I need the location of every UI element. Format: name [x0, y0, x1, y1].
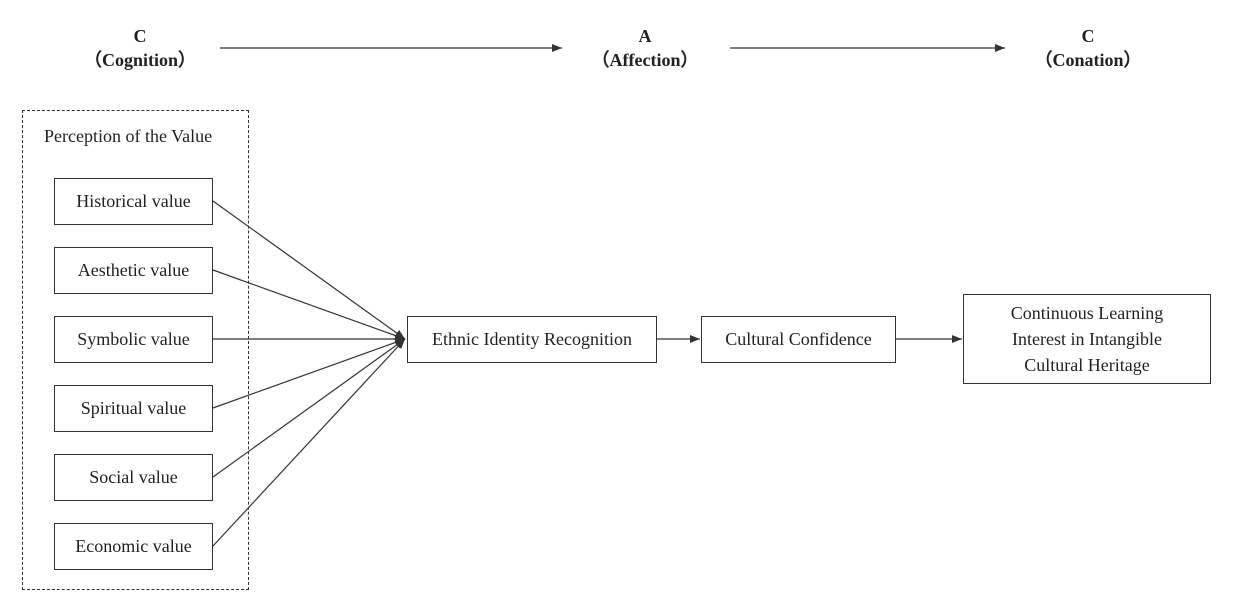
node-learning-interest: Continuous Learning Interest in Intangib…	[963, 294, 1211, 384]
stage-conation-letter: C	[1081, 26, 1095, 46]
value-spiritual: Spiritual value	[54, 385, 213, 432]
edge-economic-to-ethnic	[212, 338, 406, 547]
value-symbolic: Symbolic value	[54, 316, 213, 363]
stage-cognition-letter: C	[133, 26, 147, 46]
perception-group-title: Perception of the Value	[44, 126, 213, 146]
node-ethnic-identity: Ethnic Identity Recognition	[407, 316, 657, 363]
stage-affection-name: （Affection）	[591, 50, 699, 70]
edge-spiritual-to-ethnic	[212, 338, 406, 409]
node-learning-interest-line-1: Continuous Learning	[1010, 303, 1164, 323]
value-social: Social value	[54, 454, 213, 501]
edge-social-to-ethnic	[212, 338, 406, 478]
stage-affection-letter: A	[638, 26, 652, 46]
stage-affection: A （Affection）	[565, 24, 725, 72]
edge-historical-to-ethnic	[212, 200, 406, 340]
node-learning-interest-line-2: Interest in Intangible	[1012, 329, 1162, 349]
stage-conation: C （Conation）	[1008, 24, 1168, 72]
stage-conation-name: （Conation）	[1034, 50, 1142, 70]
node-learning-interest-line-3: Cultural Heritage	[1024, 355, 1150, 375]
value-aesthetic: Aesthetic value	[54, 247, 213, 294]
node-cultural-confidence: Cultural Confidence	[701, 316, 896, 363]
value-historical: Historical value	[54, 178, 213, 225]
edge-aesthetic-to-ethnic	[212, 269, 406, 340]
stage-cognition: C （Cognition）	[60, 24, 220, 72]
stage-cognition-name: （Cognition）	[83, 50, 197, 70]
perception-group	[22, 110, 249, 590]
value-economic: Economic value	[54, 523, 213, 570]
